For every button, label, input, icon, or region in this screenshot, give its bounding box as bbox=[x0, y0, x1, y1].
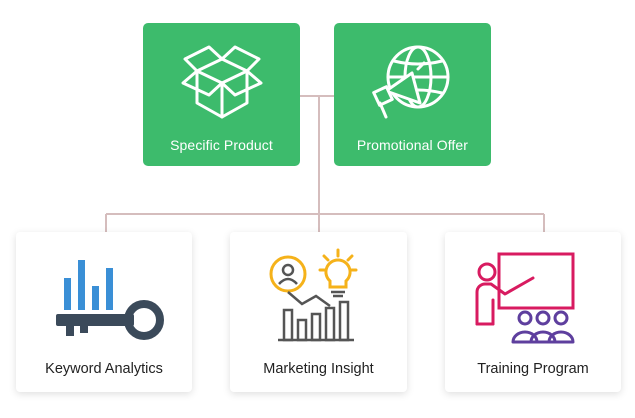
node-promotional-offer: Promotional Offer bbox=[334, 23, 491, 166]
node-specific-product: Specific Product bbox=[143, 23, 300, 166]
node-label: Specific Product bbox=[170, 137, 273, 153]
node-label: Marketing Insight bbox=[263, 361, 374, 377]
node-label: Promotional Offer bbox=[356, 137, 469, 153]
presentation-board-icon bbox=[475, 252, 575, 344]
node-training-program: Training Program bbox=[445, 232, 621, 392]
node-label: Keyword Analytics bbox=[45, 361, 163, 377]
megaphone-globe-icon bbox=[372, 45, 450, 119]
node-keyword-analytics: Keyword Analytics bbox=[16, 232, 192, 392]
key-bar-chart-icon bbox=[56, 260, 164, 340]
node-label: Training Program bbox=[477, 361, 589, 377]
person-bulb-chart-icon bbox=[269, 248, 358, 342]
open-box-icon bbox=[181, 45, 263, 119]
node-marketing-insight: Marketing Insight bbox=[230, 232, 407, 392]
